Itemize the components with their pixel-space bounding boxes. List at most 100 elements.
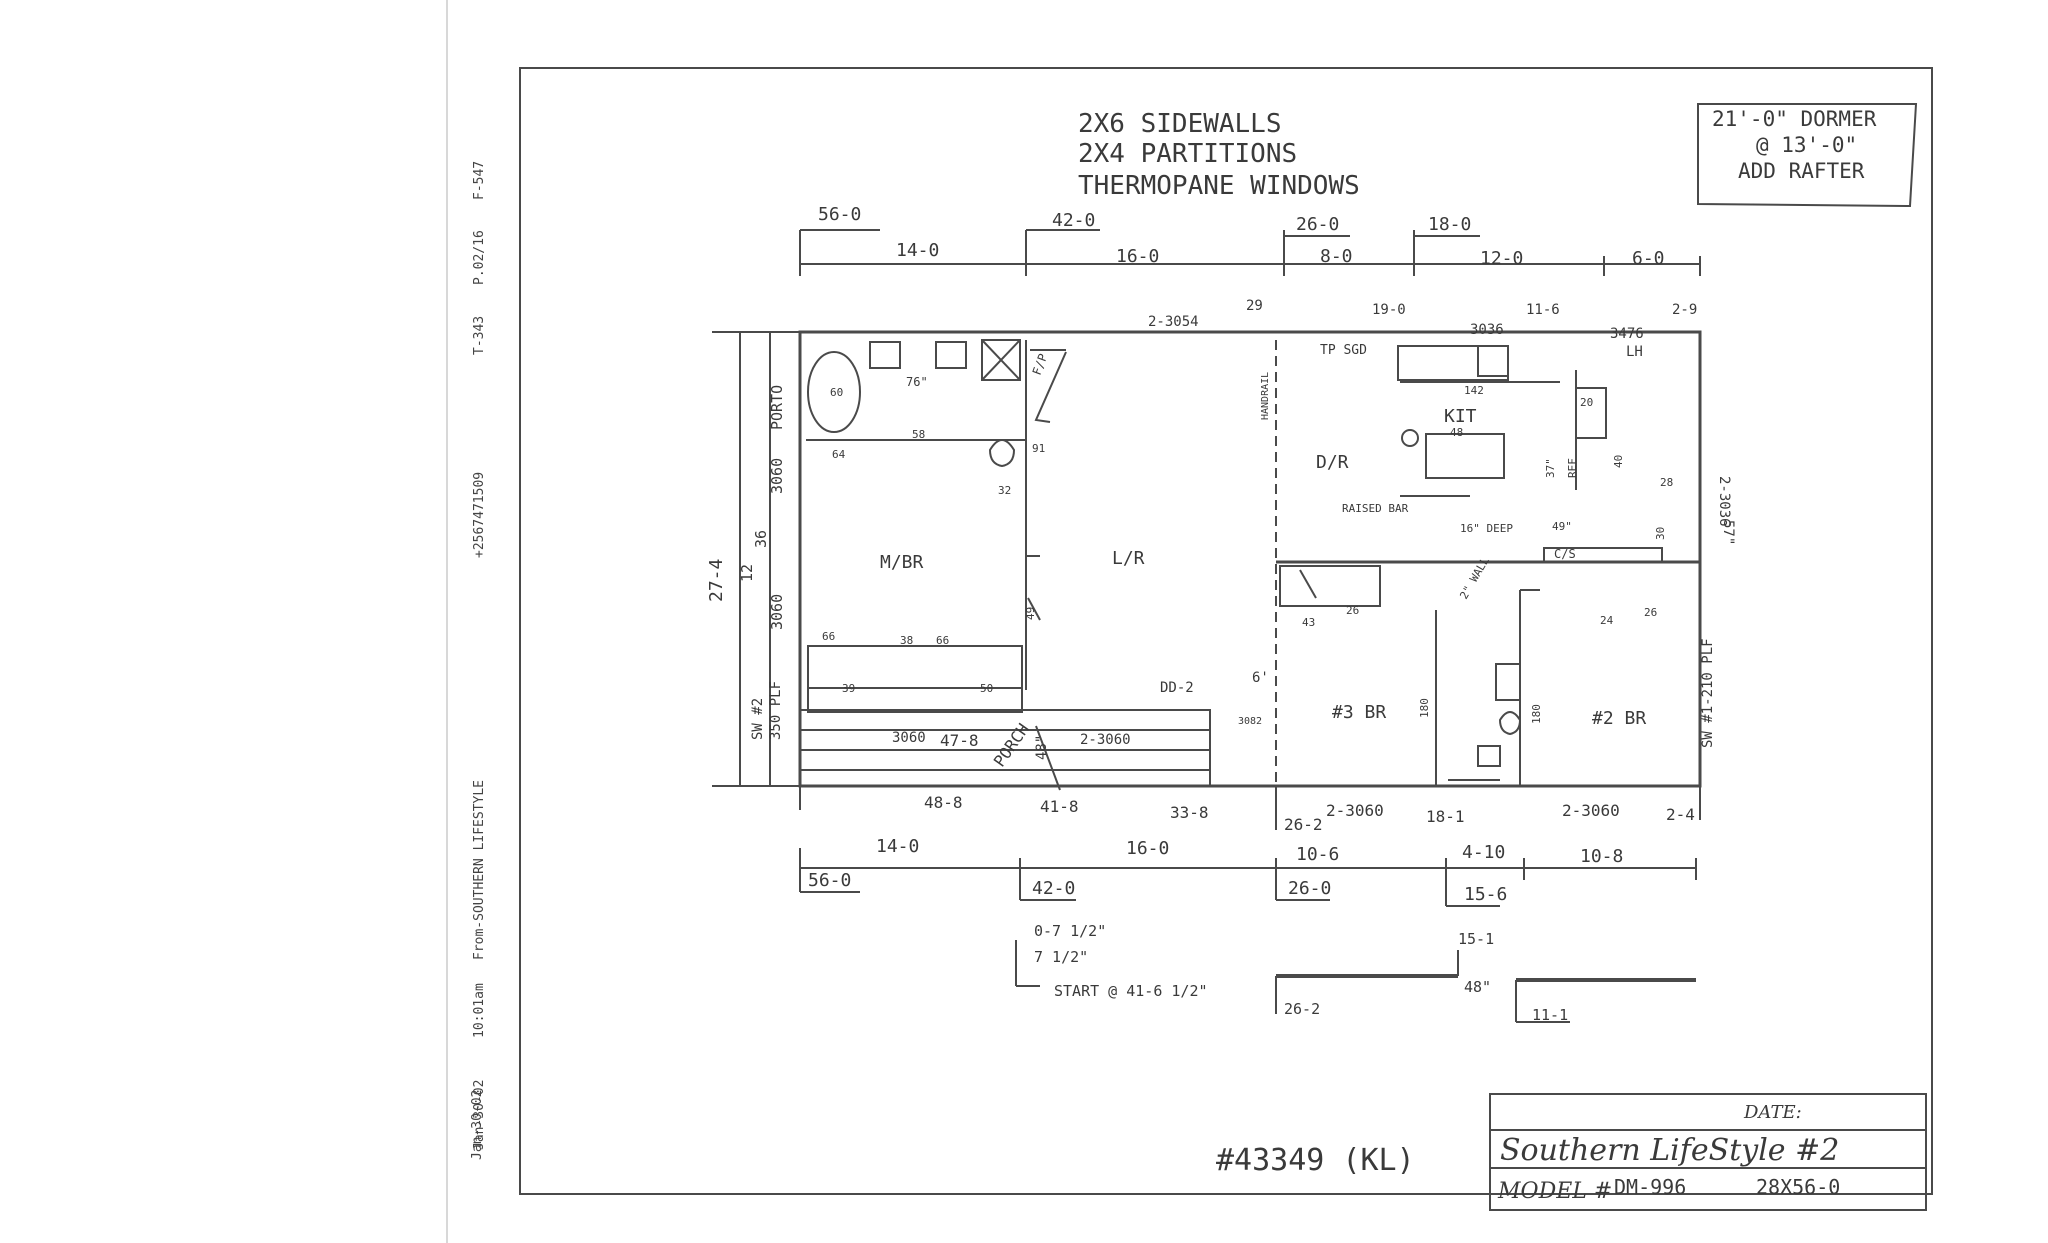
dim-15-6-bottom: 15-6: [1464, 884, 1507, 905]
label-43: 43: [1302, 616, 1315, 629]
title-model-number: DM-996: [1614, 1175, 1686, 1199]
dormer-note-box: [1697, 103, 1918, 208]
seg-14-0-bottom: 14-0: [876, 836, 919, 857]
detail-15-1: 15-1: [1458, 930, 1494, 948]
label-porch-3060: 3060: [892, 730, 926, 746]
label-36-left: 36: [752, 530, 770, 548]
label-porch-2-3060: 2-3060: [1080, 732, 1131, 748]
note-windows: THERMOPANE WINDOWS: [1078, 171, 1360, 201]
page-edge-divider: [446, 0, 448, 1243]
label-sw1: SW #1-210 PLF: [1700, 638, 1716, 748]
title-name: Southern LifeStyle #2: [1500, 1133, 1839, 1168]
label-66a: 66: [822, 630, 835, 643]
label-39: 39: [842, 682, 855, 695]
bottom-2-3060-b: 2-3060: [1562, 801, 1620, 820]
floor-plan-drawing: 2X6 SIDEWALLS 2X4 PARTITIONS THERMOPANE …: [519, 67, 1933, 1211]
label-26a: 26: [1346, 604, 1359, 617]
toilet-icon: [988, 439, 1016, 468]
label-32: 32: [998, 484, 1011, 497]
seg-14-0-top: 14-0: [896, 240, 939, 261]
title-date-label: DATE:: [1743, 1102, 1802, 1123]
window-2-3054: 2-3054: [1148, 314, 1199, 330]
seg-16-0-bottom: 16-0: [1126, 838, 1169, 859]
title-size: 28X56-0: [1756, 1175, 1840, 1199]
label-overall-width: 27-4: [706, 559, 727, 602]
dim-56-0-top: 56-0: [818, 204, 861, 225]
dim-42-0-top: 42-0: [1052, 210, 1095, 231]
label-38: 38: [900, 634, 913, 647]
room-kitchen: KIT: [1444, 406, 1477, 427]
bottom-48-8: 48-8: [924, 793, 963, 812]
seg-10-8-bottom: 10-8: [1580, 846, 1623, 867]
label-50: 50: [980, 682, 993, 695]
label-58: 58: [912, 428, 925, 441]
dim-26-0-top: 26-0: [1296, 214, 1339, 235]
dormer-line2: @ 13'-0": [1756, 133, 1857, 157]
title-block: [1489, 1093, 1927, 1211]
label-porch-48: 48": [1034, 735, 1050, 760]
dormer-line1: 21'-0" DORMER: [1712, 107, 1877, 131]
label-handrail: HANDRAIL: [1260, 372, 1271, 420]
label-37: 37": [1544, 458, 1557, 478]
room-bedroom3: #3 BR: [1332, 702, 1386, 723]
seg-6-0-top: 6-0: [1632, 248, 1665, 269]
window-3476: 3476: [1610, 326, 1644, 342]
room-porch: PORCH: [990, 720, 1033, 770]
seg-4-10-bottom: 4-10: [1462, 842, 1505, 863]
label-64: 64: [832, 448, 846, 461]
label-91: 91: [1032, 442, 1045, 455]
note-partitions: 2X4 PARTITIONS: [1078, 139, 1297, 169]
label-12-left: 12: [738, 564, 756, 582]
dim-2-9: 2-9: [1672, 302, 1697, 318]
drawing-border: [519, 67, 1933, 1195]
label-tp-sgd: TP SGD: [1320, 343, 1367, 358]
label-49b: 49: [1024, 607, 1037, 620]
label-66b: 66: [936, 634, 949, 647]
label-47-8: 47-8: [940, 731, 979, 750]
label-24: 24: [1600, 614, 1614, 627]
label-tub: 60: [830, 386, 843, 399]
room-dining: D/R: [1316, 452, 1349, 473]
bottom-2-3060-a: 2-3060: [1326, 801, 1384, 820]
label-island-48: 48: [1450, 426, 1463, 439]
detail-48: 48": [1464, 978, 1491, 996]
label-180b: 180: [1530, 704, 1543, 724]
label-sw2-b: 350 PLF: [768, 681, 784, 740]
label-raised-bar: RAISED BAR: [1342, 502, 1409, 515]
label-ref: REF: [1566, 458, 1579, 478]
detail-7-half: 7 1/2": [1034, 948, 1088, 966]
label-lh: LH: [1626, 344, 1643, 360]
note-sidewalls: 2X6 SIDEWALLS: [1078, 109, 1282, 139]
label-sw2-a: SW #2: [750, 698, 766, 740]
label-fp: F/P: [1030, 352, 1051, 377]
seg-16-0-top: 16-0: [1116, 246, 1159, 267]
range-icon: [1575, 387, 1607, 439]
job-number: #43349 (KL): [1216, 1143, 1415, 1178]
room-master-bedroom: M/BR: [880, 552, 924, 573]
label-3060-left-a: 3060: [768, 458, 786, 494]
label-porch-3082: 3082: [1238, 716, 1262, 727]
title-model-label: MODEL #: [1497, 1179, 1612, 1204]
house-outline: [798, 330, 1702, 788]
label-28: 28: [1660, 476, 1673, 489]
floor-plan-sheet: 2X6 SIDEWALLS 2X4 PARTITIONS THERMOPANE …: [448, 0, 2048, 1243]
label-20: 20: [1580, 396, 1593, 409]
bottom-41-8: 41-8: [1040, 797, 1079, 816]
label-2-3036-right: 2-3036: [1716, 476, 1732, 527]
dim-42-0-bottom: 42-0: [1032, 878, 1075, 899]
bottom-33-8: 33-8: [1170, 803, 1209, 822]
label-40: 40: [1612, 455, 1625, 468]
dim-18-0-top: 18-0: [1428, 214, 1471, 235]
room-bedroom2: #2 BR: [1592, 708, 1646, 729]
detail-start: START @ 41-6 1/2": [1054, 982, 1208, 1000]
seg-10-6-bottom: 10-6: [1296, 844, 1339, 865]
label-142: 142: [1464, 384, 1484, 397]
room-living: L/R: [1112, 548, 1145, 569]
label-porto: PORTO: [768, 385, 786, 430]
label-26b: 26: [1644, 606, 1657, 619]
label-3060-left-b: 3060: [768, 594, 786, 630]
seg-8-0-top: 8-0: [1320, 246, 1353, 267]
bathtub-oval: [807, 351, 861, 433]
label-49: 49": [1552, 520, 1572, 533]
dim-29: 29: [1246, 298, 1263, 314]
